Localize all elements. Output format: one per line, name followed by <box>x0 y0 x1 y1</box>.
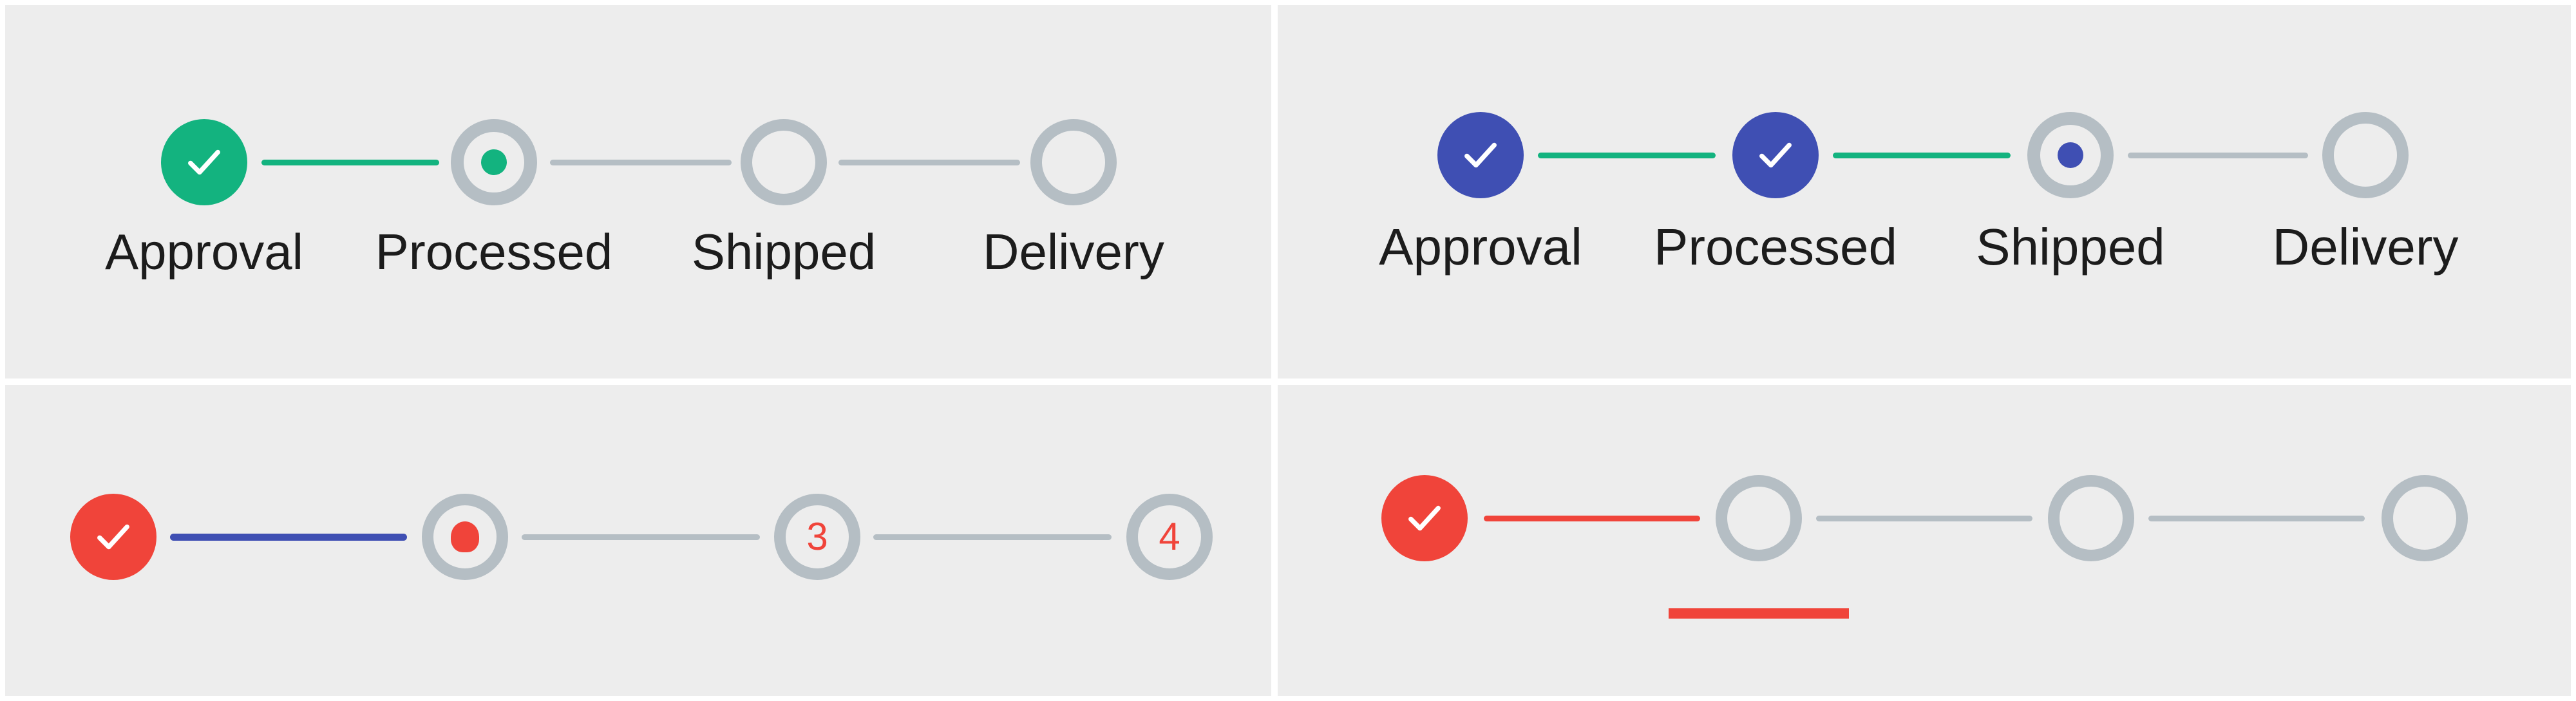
step-label-processed: Processed <box>375 223 613 280</box>
step-2-active[interactable] <box>422 494 508 580</box>
step-label-shipped: Shipped <box>691 223 876 280</box>
panel-stepper-indigo: Approval Processed Shipped Delivery <box>1278 5 2571 379</box>
active-dot <box>451 521 479 552</box>
step-1-complete[interactable] <box>70 494 156 580</box>
checkmark-icon <box>188 149 220 175</box>
step-4-inactive[interactable] <box>1030 119 1117 205</box>
step-2-current[interactable] <box>1716 475 1802 561</box>
step-1-complete[interactable] <box>1437 112 1524 198</box>
connector-1-2 <box>261 160 439 165</box>
step-number: 4 <box>1159 515 1180 558</box>
step-2-active[interactable] <box>451 119 537 205</box>
checkmark-icon <box>1759 142 1792 168</box>
step-label-delivery: Delivery <box>983 223 1164 280</box>
step-3-inactive[interactable] <box>2048 475 2134 561</box>
step-1-complete[interactable] <box>161 119 247 205</box>
connector-2-3 <box>550 160 732 165</box>
connector-3-4 <box>2148 516 2365 521</box>
step-3-inactive[interactable]: 3 <box>774 494 860 580</box>
active-dot <box>481 149 507 175</box>
step-4-inactive[interactable] <box>2382 475 2468 561</box>
step-4-inactive[interactable] <box>2322 112 2409 198</box>
step-label-shipped: Shipped <box>1976 218 2165 276</box>
connector-1-2 <box>1484 516 1700 521</box>
connector-3-4 <box>838 160 1020 165</box>
step-number: 3 <box>806 515 828 558</box>
panel-stepper-underline <box>1278 385 2571 696</box>
checkmark-icon <box>1464 142 1497 168</box>
checkmark-icon <box>1408 505 1441 531</box>
connector-2-3 <box>1833 153 2011 158</box>
connector-2-3 <box>1816 516 2032 521</box>
checkmark-icon <box>97 524 129 550</box>
step-3-inactive[interactable] <box>741 119 827 205</box>
step-label-approval: Approval <box>105 223 303 280</box>
panel-stepper-green: Approval Processed Shipped Delivery <box>5 5 1271 379</box>
active-dot <box>2058 142 2083 168</box>
step-1-complete[interactable] <box>1381 475 1468 561</box>
step-2-complete[interactable] <box>1732 112 1819 198</box>
connector-1-2 <box>170 534 407 541</box>
step-label-delivery: Delivery <box>2272 218 2459 276</box>
panel-stepper-numbered: 3 4 <box>5 385 1271 696</box>
step-label-approval: Approval <box>1379 218 1582 276</box>
connector-3-4 <box>873 534 1112 540</box>
connector-1-2 <box>1538 153 1716 158</box>
step-4-inactive[interactable]: 4 <box>1126 494 1213 580</box>
connector-3-4 <box>2128 153 2308 158</box>
step-3-active[interactable] <box>2027 112 2114 198</box>
connector-2-3 <box>522 534 760 540</box>
step-label-processed: Processed <box>1654 218 1897 276</box>
current-step-underline <box>1669 608 1849 619</box>
